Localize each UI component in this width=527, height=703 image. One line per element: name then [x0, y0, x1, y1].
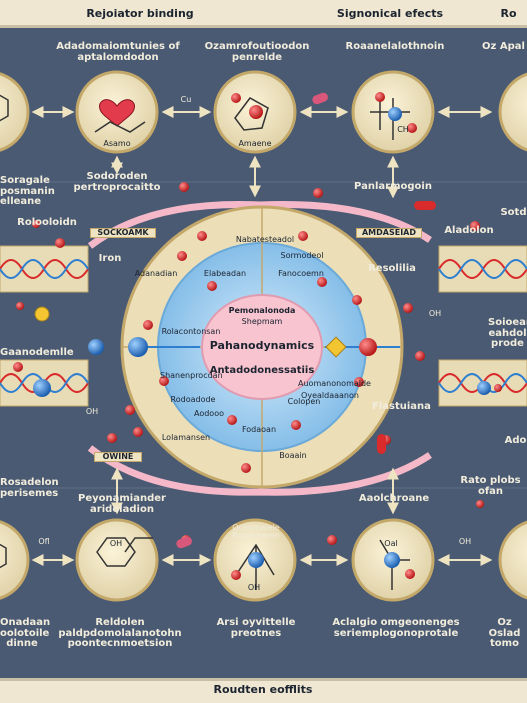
ring-outer-label-3: Adanadian	[134, 269, 178, 278]
top-title-2: Ozamrofoutioodon penrelde	[204, 41, 310, 63]
header-banner	[0, 0, 527, 28]
far-right-top-label: Sotd	[500, 207, 527, 218]
top-title-1: Adadomaiomtunies of aptalomdodon	[56, 41, 180, 63]
bottom-caption-right: Aclalgio omgeonenges seriemplogonoprotal…	[332, 617, 460, 639]
footer-banner	[0, 678, 527, 703]
tag-3: Oal	[384, 539, 398, 548]
bottom-title-right: Aaolchroane	[358, 493, 430, 504]
bottom-far-left: Onadaan oolotoile dinne	[0, 617, 51, 649]
inner-bottom-label-2: Colopen	[287, 397, 321, 406]
top-right-mid-label: Panlarmogoin	[354, 181, 432, 192]
bottom-caption-mid: Arsi oyvittelle preotnes	[216, 617, 296, 639]
far-right-mid-label: Soioean eahdol prode	[488, 317, 527, 349]
header-right-label: Ro	[500, 7, 517, 20]
ring-tab-right: AMDASEIAD	[356, 228, 422, 239]
header-center-label: Signonical efects	[336, 7, 444, 20]
top-mid-label: Sodoroden pertroprocaitto	[73, 171, 161, 193]
circle-caption-2: Amaene	[238, 139, 272, 148]
tag-6: OH	[458, 537, 472, 546]
bottom-far-right: Oz Oslad tomo	[488, 617, 521, 649]
ring-outer-label-1: Iron	[98, 253, 122, 264]
bottom-caption-left: Reldolen paldpdomolalanotohn poontecnmoe…	[58, 617, 182, 649]
ring-tab-left: SOCKOAMK	[90, 228, 156, 239]
center-subtitle: Antadodonessatiis	[209, 365, 315, 376]
side-right-top-label: Aladolon	[444, 225, 494, 236]
top-left-mid-label: Soragale posmanin elleane	[0, 175, 55, 207]
tag-1: Cu	[180, 95, 192, 104]
far-right-bottom-label: Ado	[504, 435, 527, 446]
bottom-title-left: Peyonamiander aridoladion	[78, 493, 166, 515]
ring-outer-label-5: Elabeadan	[203, 269, 247, 278]
inner-left-label-1: Rolacontonsan	[161, 327, 221, 336]
ring-outer-label-8: Lolamansen	[161, 433, 211, 442]
side-left-mid-label: Gaanodemlle	[0, 347, 74, 358]
tag-4: CH	[397, 125, 409, 134]
footer-label: Roudten eofflits	[213, 683, 313, 696]
tag-7: OH	[247, 583, 261, 592]
side-right-mid-label: Resolilia	[368, 263, 416, 274]
ring-outer-label-7: Boaain	[279, 451, 307, 460]
ring-outer-label-2: Nabatesteadol	[235, 235, 295, 244]
inner-top-sub: Shepmam	[241, 317, 283, 326]
tag-5: Ofl	[38, 537, 50, 546]
top-title-4: Oz Apal	[482, 41, 525, 52]
circle-caption-1: Asamo	[103, 139, 131, 148]
side-left-tag: OH	[85, 407, 99, 416]
top-title-3: Roaanelalothnoin	[345, 41, 445, 52]
inner-bottom-label-1: Rodoadode	[170, 395, 216, 404]
center-title: Pahanodynamics	[209, 339, 315, 352]
inner-right-label-2: Oyealdaaanon	[301, 391, 359, 400]
header-left-label: Rejoiator binding	[86, 7, 194, 20]
inner-top-label: Pemonalonoda	[228, 306, 296, 315]
inner-bottom-label-3: Fodaoan	[241, 425, 277, 434]
side-left-top-label: Rolooloidn	[17, 217, 77, 228]
bottom-far-right-upper: Rato plobs ofan	[460, 475, 521, 497]
ring-outer-label-4: Sormodeol	[280, 251, 324, 260]
lower-left-title: Rosadelon perisemes	[0, 477, 59, 499]
inner-right-label-1: Auomanonomalde	[298, 379, 371, 388]
inner-left-label-2: Shanenprocdan	[160, 371, 223, 380]
tag-2: OH	[109, 539, 123, 548]
ring-outer-label-6: Fanocoemn	[278, 269, 324, 278]
side-right-bottom-label: Flastuiana	[372, 401, 431, 412]
ring-outer-label-9: Aodooo	[194, 409, 224, 418]
bottom-title-mid: Ocaomaiele Pomnmeren	[231, 523, 281, 541]
ring-tab-bottom: OWINE	[94, 452, 142, 463]
side-right-tag: OH	[428, 309, 442, 318]
